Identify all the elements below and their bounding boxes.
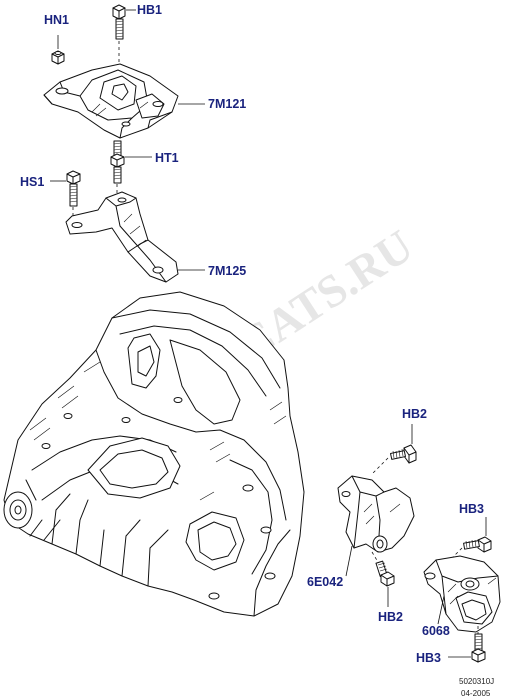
callout-hn1: HN1: [44, 13, 69, 27]
hb2-upper-bolt-part[interactable]: [390, 444, 417, 464]
callout-hb2-bottom: HB2: [378, 610, 403, 624]
hn1-nut-part[interactable]: [51, 50, 65, 65]
callout-6e042: 6E042: [307, 575, 343, 589]
callout-6068: 6068: [422, 624, 450, 638]
hs1-screw-part[interactable]: [66, 170, 81, 207]
reference-date: 04-2005: [461, 689, 491, 698]
hb2-lower-bolt-part[interactable]: [375, 560, 395, 587]
callout-hb3-top: HB3: [459, 502, 484, 516]
reference-code: 5020310J: [459, 677, 494, 686]
hb1-bolt-part[interactable]: [112, 4, 126, 40]
callout-hb3-bottom: HB3: [416, 651, 441, 665]
callout-hs1: HS1: [20, 175, 44, 189]
callout-hb1: HB1: [137, 3, 162, 17]
ht1-stud-part[interactable]: [110, 140, 125, 184]
7m121-mount-part[interactable]: [43, 63, 179, 139]
callout-7m125: 7M125: [208, 264, 246, 278]
hb3-top-bolt-part[interactable]: [463, 536, 492, 553]
callout-7m121: 7M121: [208, 97, 246, 111]
callout-hb2-top: HB2: [402, 407, 427, 421]
6e042-bracket-part[interactable]: [337, 475, 415, 553]
hb3-bottom-bolt-part[interactable]: [471, 633, 486, 663]
6068-mount-part[interactable]: [423, 555, 501, 633]
7m125-bracket-part[interactable]: [65, 191, 179, 283]
transmission-housing: [3, 291, 305, 617]
callout-ht1: HT1: [155, 151, 179, 165]
